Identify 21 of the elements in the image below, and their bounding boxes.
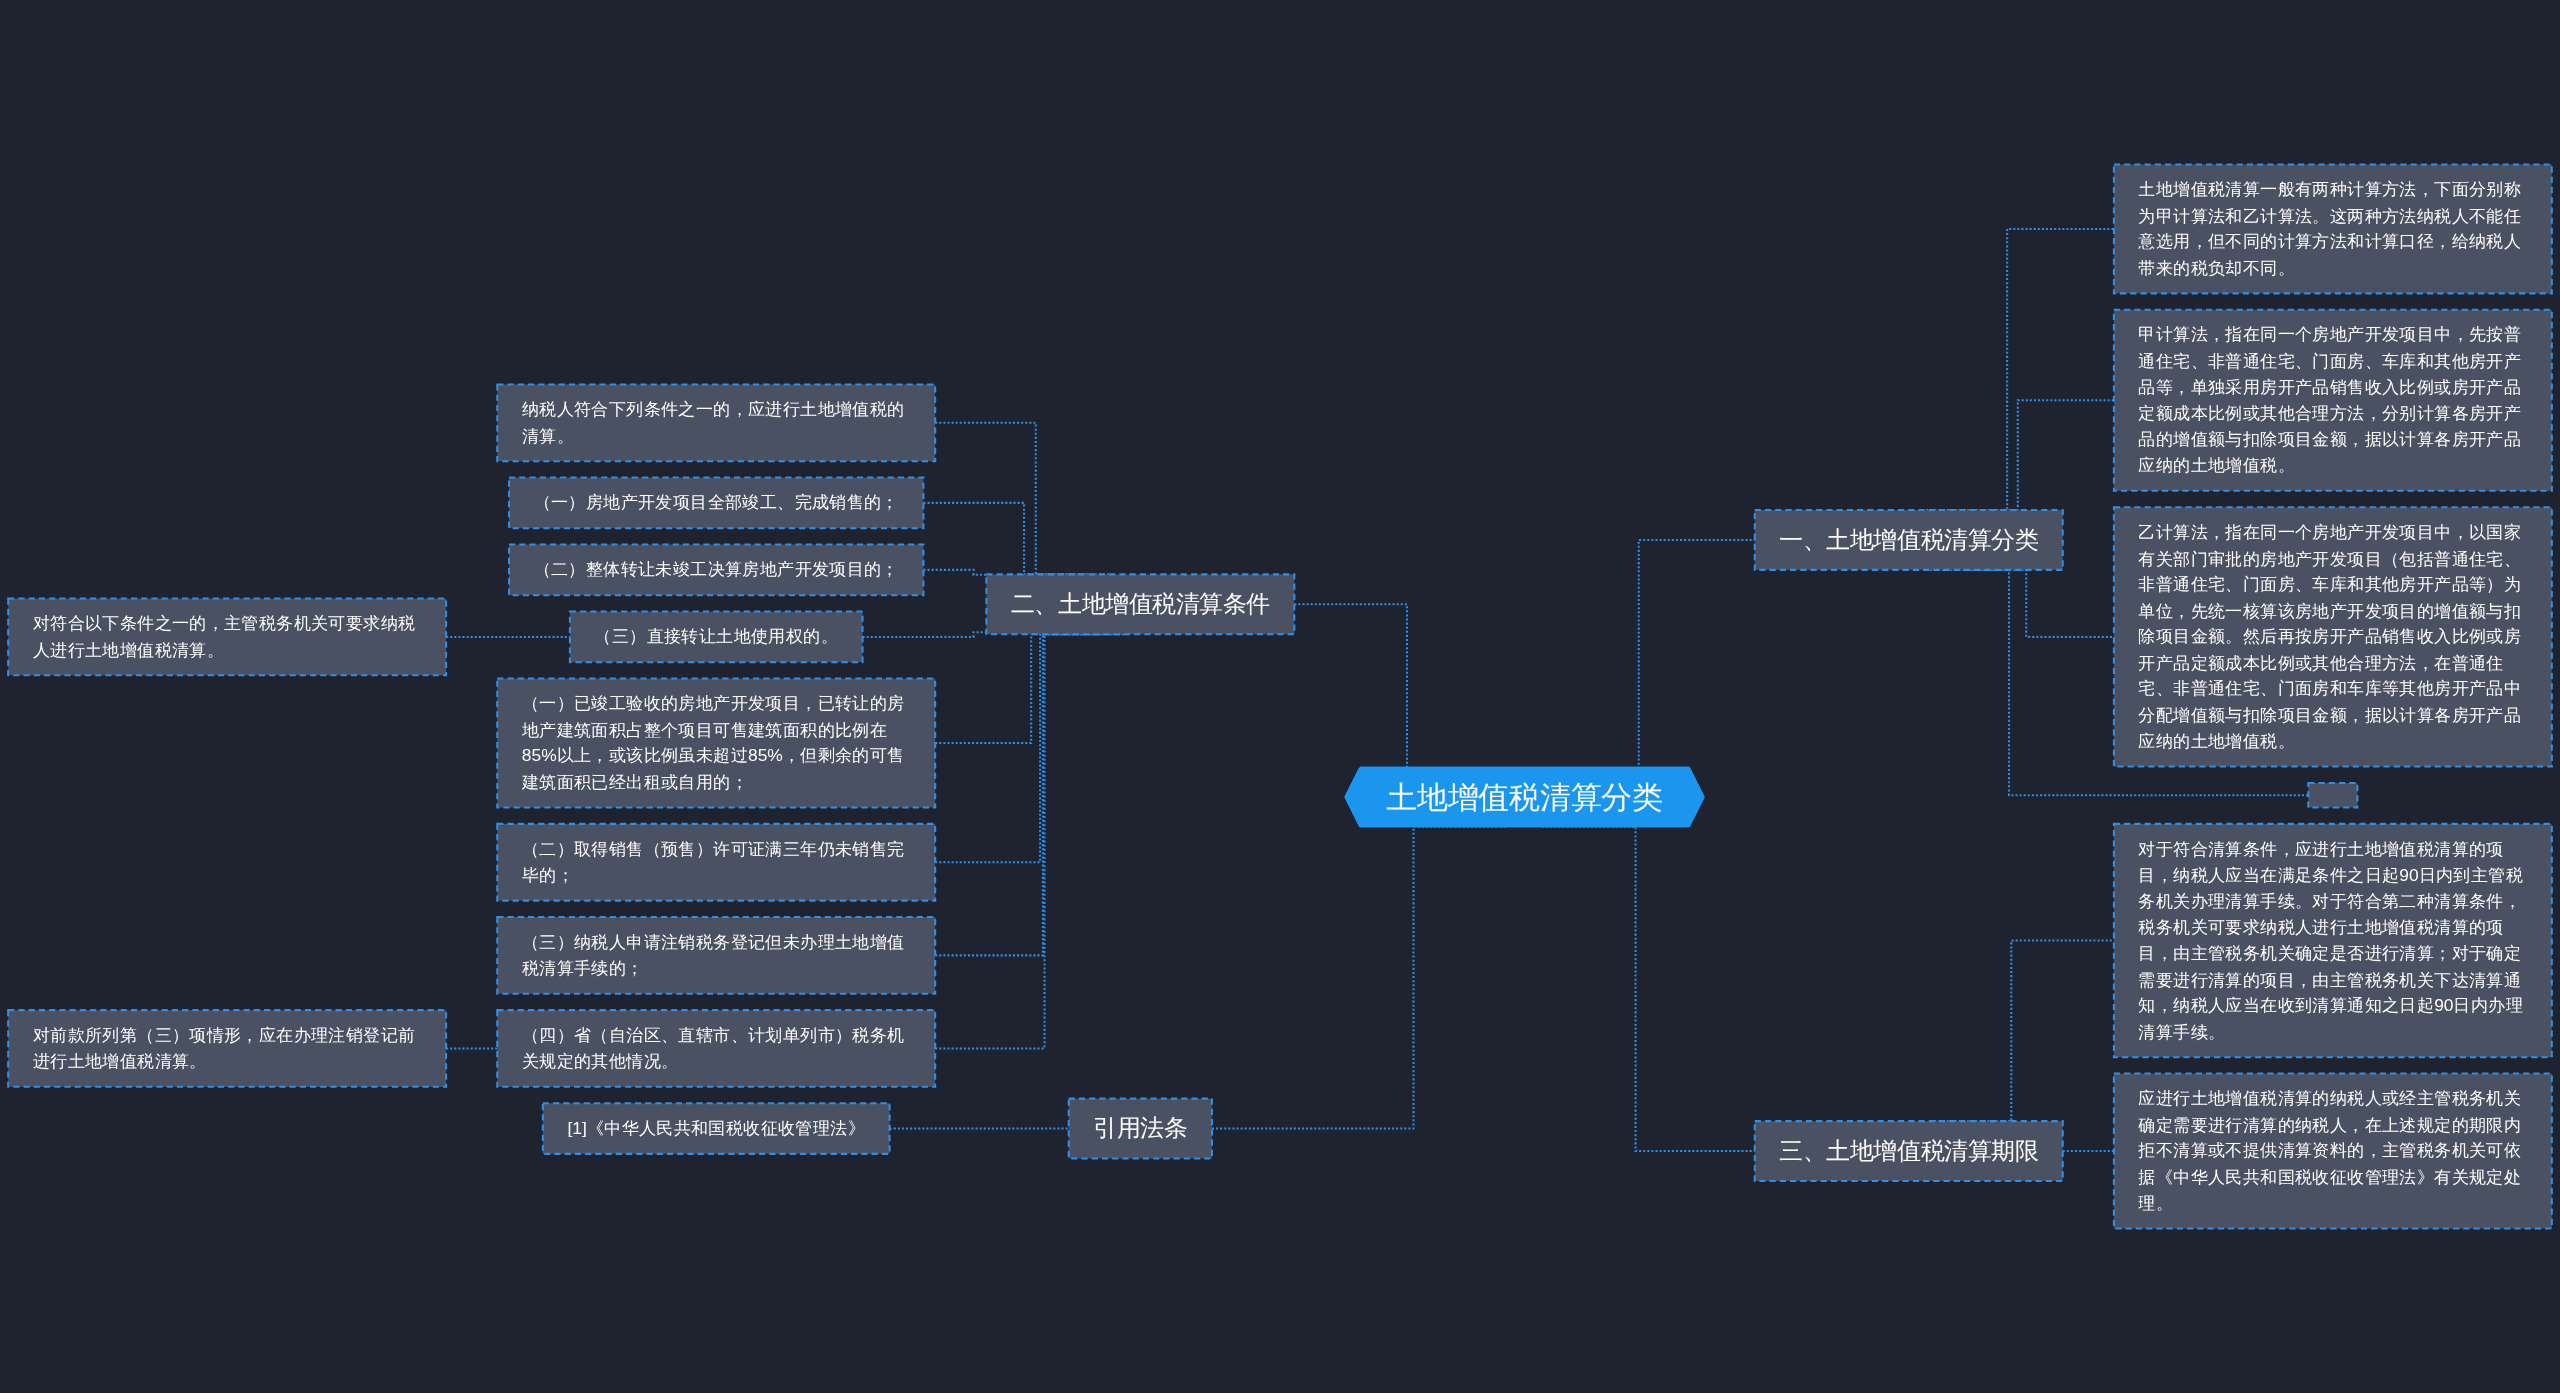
node-box: 对于符合清算条件，应进行土地增值税清算的项目，纳税人应当在满足条件之日起90日内到主管税务机关办理清算手续。对于符合第二种清算条件，税务机关可要求纳税人进行土地增值税清算的项目，由主管税务机关确定是否进行清算；对于确定需要进行清算的项目，由主管税务机关下达清算通知，纳税人应当在收到清算通知之日起90日内办理清算手续。 — [2112, 822, 2553, 1059]
node-box: 纳税人符合下列条件之一的，应进行土地增值税的清算。 — [496, 383, 937, 463]
node-box — [2307, 781, 2359, 809]
node-box: 一、土地增值税清算分类 — [1753, 509, 2064, 571]
node-box: （二）整体转让未竣工决算房地产开发项目的； — [508, 543, 925, 597]
node-box: [1]《中华人民共和国税收征收管理法》 — [541, 1102, 891, 1155]
node-box: 三、土地增值税清算期限 — [1753, 1120, 2064, 1182]
node-box: 对符合以下条件之一的，主管税务机关可要求纳税人进行土地增值税清算。 — [7, 597, 448, 677]
node-box: （一）已竣工验收的房地产开发项目，已转让的房地产建筑面积占整个项目可售建筑面积的比例在85%以上，或该比例虽未超过85%，但剩余的可售建筑面积已经出租或自用的； — [496, 677, 937, 809]
node-box: （一）房地产开发项目全部竣工、完成销售的； — [508, 476, 925, 530]
node-box: 应进行土地增值税清算的纳税人或经主管税务机关确定需要进行清算的纳税人，在上述规定的期限内拒不清算或不提供清算资料的，主管税务机关可依据《中华人民共和国税收征收管理法》有关规定处理。 — [2112, 1072, 2553, 1230]
node-box: 对前款所列第（三）项情形，应在办理注销登记前进行土地增值税清算。 — [7, 1009, 448, 1088]
node-box: （三）直接转让土地使用权的。 — [568, 610, 864, 664]
node-box: 甲计算法，指在同一个房地产开发项目中，先按普通住宅、非普通住宅、门面房、车库和其他房开产品等，单独采用房开产品销售收入比例或房开产品定额成本比例或其他合理方法，分别计算各房开产品的增值额与扣除项目金额，据以计算各房开产品应纳的土地增值税。 — [2112, 308, 2553, 492]
node-box: （三）纳税人申请注销税务登记但未办理土地增值税清算手续的； — [496, 915, 937, 995]
node-box: 二、土地增值税清算条件 — [985, 573, 1296, 636]
node-box: 乙计算法，指在同一个房地产开发项目中，以国家有关部门审批的房地产开发项目（包括普通住宅、非普通住宅、门面房、车库和其他房开产品等）为单位，先统一核算该房地产开发项目的增值额与扣除项目金额。然后再按房开产品销售收入比例或房开产品定额成本比例或其他合理方法，在普通住宅、非普通住宅、门面房和车库等其他房开产品中分配增值额与扣除项目金额，据以计算各房开产品应纳的土地增值税。 — [2112, 506, 2553, 768]
node-box: 土地增值税清算一般有两种计算方法，下面分别称为甲计算法和乙计算法。这两种方法纳税人不能任意选用，但不同的计算方法和计算口径，给纳税人带来的税负却不同。 — [2112, 163, 2553, 295]
node-box: 引用法条 — [1067, 1097, 1213, 1160]
node-box: （二）取得销售（预售）许可证满三年仍未销售完毕的； — [496, 822, 937, 902]
node-box: （四）省（自治区、直辖市、计划单列市）税务机关规定的其他情况。 — [496, 1009, 937, 1088]
